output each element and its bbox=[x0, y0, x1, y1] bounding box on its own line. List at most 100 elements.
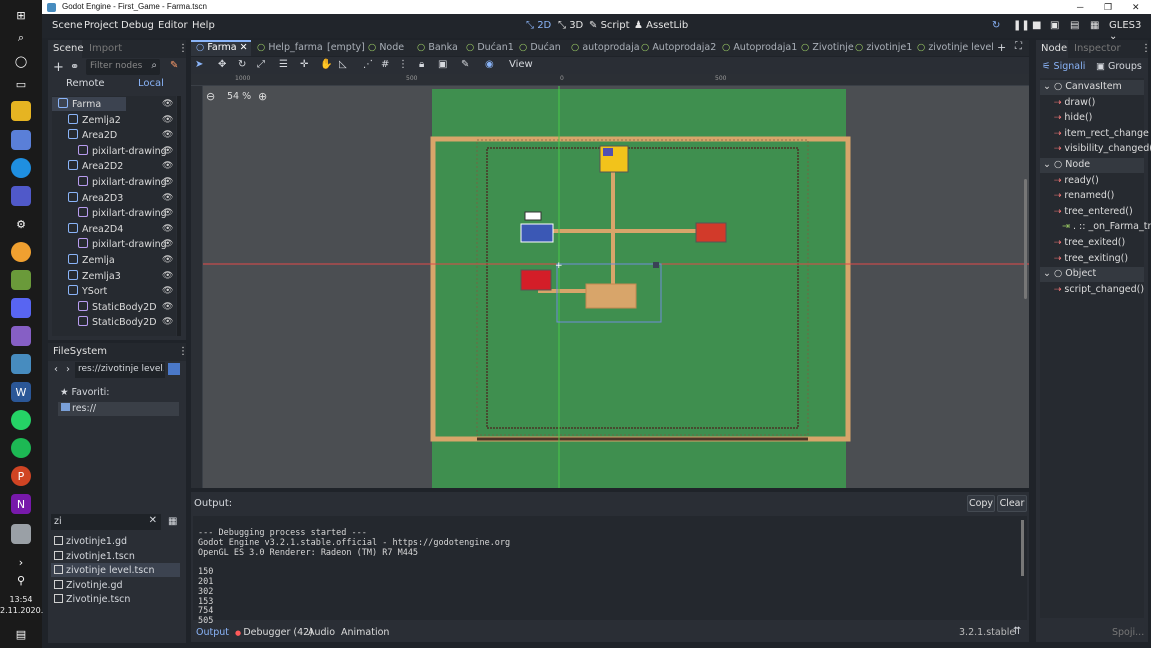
onenote-icon[interactable]: N bbox=[11, 494, 31, 514]
mode-3d-button[interactable]: ⤡ 3D bbox=[558, 20, 584, 31]
pin-panel-icon[interactable]: ⇈ bbox=[1013, 626, 1022, 637]
scene-tab[interactable]: ○ Node bbox=[368, 42, 404, 53]
discord-icon[interactable] bbox=[11, 298, 31, 318]
windows-start-icon[interactable]: ⊞ bbox=[16, 8, 26, 22]
scene-tree-node[interactable]: Area2D4👁︎ bbox=[52, 222, 182, 238]
play-scene-icon[interactable]: ▣ bbox=[1050, 20, 1060, 31]
bottom-panel-tab[interactable]: Output bbox=[196, 627, 229, 638]
file-item[interactable]: zivotinje1.gd bbox=[51, 534, 180, 548]
signals-tab[interactable]: ⚟ Signali bbox=[1042, 61, 1086, 72]
instance-scene-icon[interactable]: ⚭ bbox=[70, 60, 80, 73]
visibility-eye-icon[interactable]: 👁︎ bbox=[162, 239, 174, 250]
split-view-icon[interactable] bbox=[168, 363, 180, 375]
connect-button[interactable]: Spoji... bbox=[1112, 627, 1145, 638]
back-arrow-icon[interactable]: ‹ bbox=[54, 364, 58, 375]
visibility-eye-icon[interactable]: 👁︎ bbox=[162, 161, 174, 172]
scene-tab[interactable]: ○ Zivotinje bbox=[801, 42, 854, 53]
menu-debug[interactable]: Debug bbox=[121, 20, 154, 31]
path-field[interactable]: res://zivotinje level.t bbox=[75, 362, 165, 378]
dock-menu-icon[interactable]: ⋮ bbox=[178, 346, 188, 357]
scene-tree-node[interactable]: pixilart-drawing👁︎ bbox=[52, 207, 182, 222]
signal-item[interactable]: ⇢ script_changed() bbox=[1054, 284, 1144, 295]
signal-item[interactable]: ⇢ tree_entered() bbox=[1054, 206, 1133, 217]
tab-import[interactable]: Import bbox=[89, 43, 123, 54]
list-select-icon[interactable]: ☰ bbox=[279, 59, 288, 70]
signal-item[interactable]: ⇢ renamed() bbox=[1054, 190, 1114, 201]
distraction-free-icon[interactable]: ⛶ bbox=[1015, 41, 1022, 52]
menu-project[interactable]: Project bbox=[84, 20, 119, 31]
canvas-viewport[interactable]: 1000 500 0 500 + ⊖ 54 % ⊕ bbox=[191, 74, 1029, 488]
scene-script-icon[interactable]: ✎ bbox=[170, 60, 179, 71]
bottom-panel-tab[interactable]: Animation bbox=[341, 627, 389, 638]
clear-search-icon[interactable]: ✕ bbox=[148, 515, 157, 526]
close-tab-icon[interactable]: ✕ bbox=[236, 42, 248, 53]
scene-tree-node[interactable]: YSort👁︎ bbox=[52, 285, 182, 300]
lock-icon[interactable]: 🔒︎ bbox=[419, 59, 425, 70]
signal-item[interactable]: ⇢ visibility_changed( bbox=[1054, 143, 1151, 154]
scene-tree-node[interactable]: StaticBody2D👁︎ bbox=[52, 316, 182, 331]
play-custom-icon[interactable]: ▤ bbox=[1070, 20, 1080, 31]
view-menu[interactable]: View bbox=[509, 59, 533, 70]
mode-script-button[interactable]: ✎ Script bbox=[589, 20, 630, 31]
visibility-eye-icon[interactable]: 👁︎ bbox=[162, 223, 174, 234]
move-tool-icon[interactable]: ✥ bbox=[218, 59, 227, 70]
file-item[interactable]: Zivotinje.tscn bbox=[51, 592, 180, 606]
res-root-item[interactable]: res:// bbox=[58, 402, 179, 416]
settings-gear-icon[interactable]: ⚙ bbox=[16, 217, 26, 231]
signal-item[interactable]: ⇢ tree_exiting() bbox=[1054, 253, 1128, 264]
visibility-eye-icon[interactable]: 👁︎ bbox=[162, 99, 174, 109]
visual-studio-icon[interactable] bbox=[11, 326, 31, 346]
add-node-button[interactable]: + bbox=[53, 60, 64, 75]
whatsapp-icon[interactable] bbox=[11, 410, 31, 430]
tab-node[interactable]: Node bbox=[1041, 43, 1068, 54]
tab-scene[interactable]: Scene bbox=[53, 43, 84, 54]
file-item[interactable]: Zivotinje.gd bbox=[51, 578, 180, 592]
task-view-icon[interactable]: ▭ bbox=[15, 77, 27, 91]
signal-item[interactable]: ⇢ tree_exited() bbox=[1054, 237, 1125, 248]
scene-tab[interactable]: ○ Help_farma bbox=[257, 42, 323, 53]
minecraft-icon[interactable] bbox=[11, 270, 31, 290]
visibility-eye-icon[interactable]: 👁︎ bbox=[162, 192, 174, 203]
scene-tree-node[interactable]: Area2D3👁︎ bbox=[52, 191, 182, 207]
signal-item[interactable]: ⇢ draw() bbox=[1054, 97, 1095, 108]
rotate-tool-icon[interactable]: ↻ bbox=[238, 59, 247, 70]
clear-button[interactable]: Clear bbox=[997, 495, 1027, 512]
stop-icon[interactable]: ■ bbox=[1032, 20, 1042, 31]
viewport-scrollbar[interactable] bbox=[1024, 179, 1027, 299]
favorites-item[interactable]: ★ Favoriti: bbox=[60, 387, 110, 398]
signal-item[interactable]: ⇢ ready() bbox=[1054, 175, 1099, 186]
file-search-input[interactable]: zi ✕ bbox=[51, 514, 161, 530]
scene-tab[interactable]: [empty] bbox=[327, 42, 365, 53]
visibility-eye-icon[interactable]: 👁︎ bbox=[162, 255, 174, 265]
tab-inspector[interactable]: Inspector bbox=[1074, 43, 1121, 54]
document-app-icon[interactable] bbox=[11, 130, 31, 150]
signal-item[interactable]: ⇢ hide() bbox=[1054, 112, 1092, 123]
output-scrollbar[interactable] bbox=[1021, 520, 1024, 576]
bottom-panel-tab[interactable]: ● Debugger (42) bbox=[235, 627, 313, 638]
powerpoint-icon[interactable]: P bbox=[11, 466, 31, 486]
scene-canvas[interactable]: + bbox=[203, 86, 1029, 488]
local-tab[interactable]: Local bbox=[138, 78, 164, 89]
scene-tree-node[interactable]: pixilart-drawing👁︎ bbox=[52, 144, 182, 160]
word-icon[interactable]: W bbox=[11, 382, 31, 402]
godot-icon[interactable] bbox=[11, 354, 31, 374]
file-item[interactable]: zivotinje1.tscn bbox=[51, 549, 180, 563]
tray-chevron-icon[interactable]: › bbox=[18, 555, 24, 569]
scene-tab[interactable]: ○ Autoprodaja2 bbox=[641, 42, 716, 53]
scene-tab[interactable]: ○ Farma ✕ bbox=[196, 42, 248, 53]
remote-tab[interactable]: Remote bbox=[66, 78, 105, 89]
scale-tool-icon[interactable]: ⤢ bbox=[257, 59, 265, 70]
grid-view-icon[interactable]: ▦ bbox=[168, 516, 178, 527]
movie-icon[interactable]: ▦ bbox=[1090, 20, 1100, 31]
add-scene-tab-icon[interactable]: + bbox=[997, 41, 1007, 54]
scene-tab[interactable]: ○ Dućan bbox=[519, 42, 561, 53]
file-item[interactable]: zivotinje level.tscn bbox=[51, 563, 180, 577]
taskbar-time[interactable]: 13:54 bbox=[9, 595, 33, 604]
group-icon[interactable]: ▣ bbox=[438, 59, 448, 70]
forward-arrow-icon[interactable]: › bbox=[66, 364, 70, 375]
mode-2d-button[interactable]: ⤡ 2D bbox=[526, 20, 552, 31]
visibility-eye-icon[interactable]: 👁︎ bbox=[162, 317, 174, 328]
dock-menu-icon[interactable]: ⋮ bbox=[178, 43, 188, 54]
mode-assetlib-button[interactable]: ♟ AssetLib bbox=[634, 20, 689, 31]
snap-icon[interactable]: ⋰ bbox=[363, 59, 373, 70]
